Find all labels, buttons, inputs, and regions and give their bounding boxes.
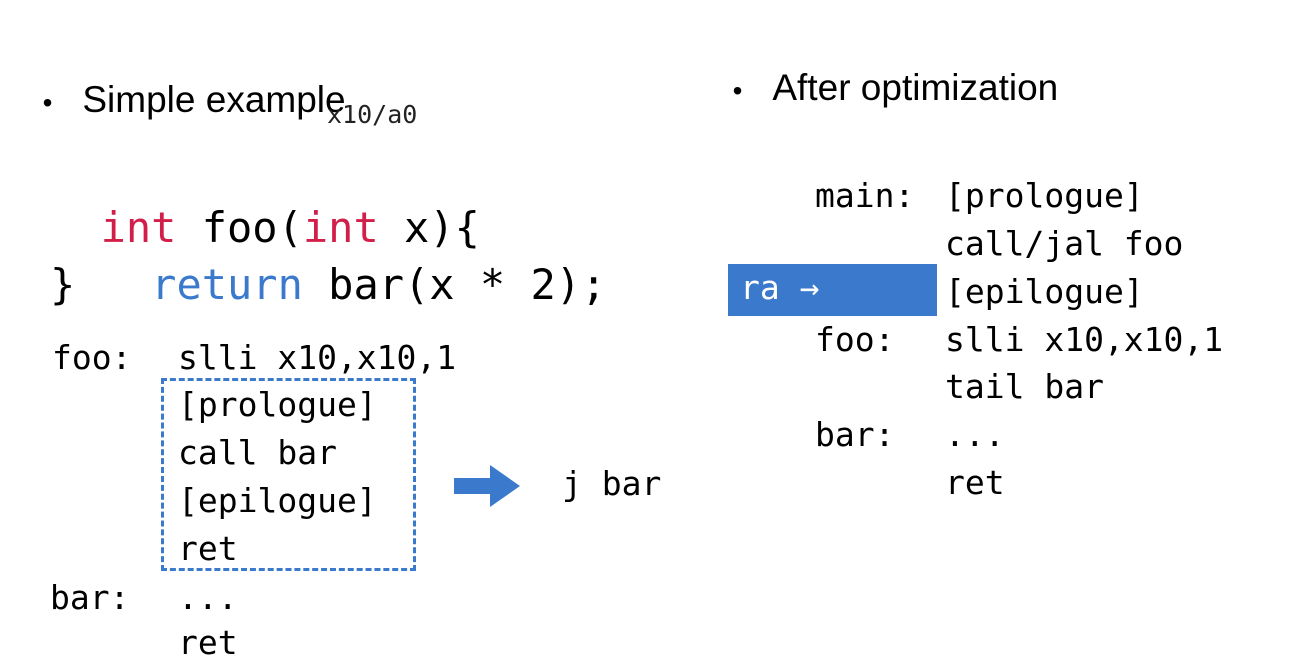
asm-bar-label: bar: [50, 578, 130, 617]
register-annotation: x10/a0 [327, 100, 418, 129]
c-code-line-2: return bar(x * 2); [50, 199, 606, 313]
asm-prologue: [prologue] [178, 385, 377, 424]
left-bullet: • Simple example [22, 34, 346, 125]
asm-main-call: call/jal foo [945, 224, 1184, 263]
asm-main-prologue: [prologue] [945, 176, 1144, 215]
bullet-dot: • [42, 87, 53, 118]
return-address-marker: ra → [728, 264, 937, 316]
asm-bar-ret-right: ret [945, 463, 1005, 502]
asm-bar-body-right: ... [945, 415, 1005, 454]
indent [101, 260, 152, 309]
asm-main-label: main: [815, 176, 915, 215]
asm-foo-tail-right: tail bar [945, 367, 1104, 406]
asm-epilogue: [epilogue] [178, 481, 377, 520]
c-code-text: foo( [176, 203, 303, 252]
replacement-jump: j bar [562, 464, 662, 503]
right-bullet: • After optimization [712, 22, 1059, 113]
c-code-line-3: } [50, 260, 76, 309]
right-arrow-icon [454, 465, 520, 507]
asm-bar-label-right: bar: [815, 415, 895, 454]
inlined-function-box [161, 378, 416, 571]
asm-foo-label: foo: [52, 338, 132, 377]
c-code-text: x){ [378, 203, 480, 252]
asm-bar-ret: ret [178, 623, 238, 662]
keyword-int: int [100, 203, 177, 252]
asm-call-bar: call bar [178, 433, 337, 472]
c-code-text: bar(x * 2); [302, 260, 607, 309]
asm-main-epilogue: [epilogue] [945, 272, 1144, 311]
asm-ret: ret [178, 529, 238, 568]
asm-bar-body: ... [178, 578, 238, 617]
asm-foo-instr: slli x10,x10,1 [178, 338, 457, 377]
left-bullet-text: Simple example [82, 79, 346, 120]
c-code-line-1: int foo(int x){ [50, 142, 480, 256]
bullet-dot: • [732, 75, 743, 106]
asm-foo-label-right: foo: [815, 320, 895, 359]
keyword-int: int [302, 203, 379, 252]
keyword-return: return [151, 260, 303, 309]
right-bullet-text: After optimization [772, 67, 1059, 108]
ra-label: ra → [740, 268, 820, 307]
asm-foo-slli-right: slli x10,x10,1 [945, 320, 1224, 359]
